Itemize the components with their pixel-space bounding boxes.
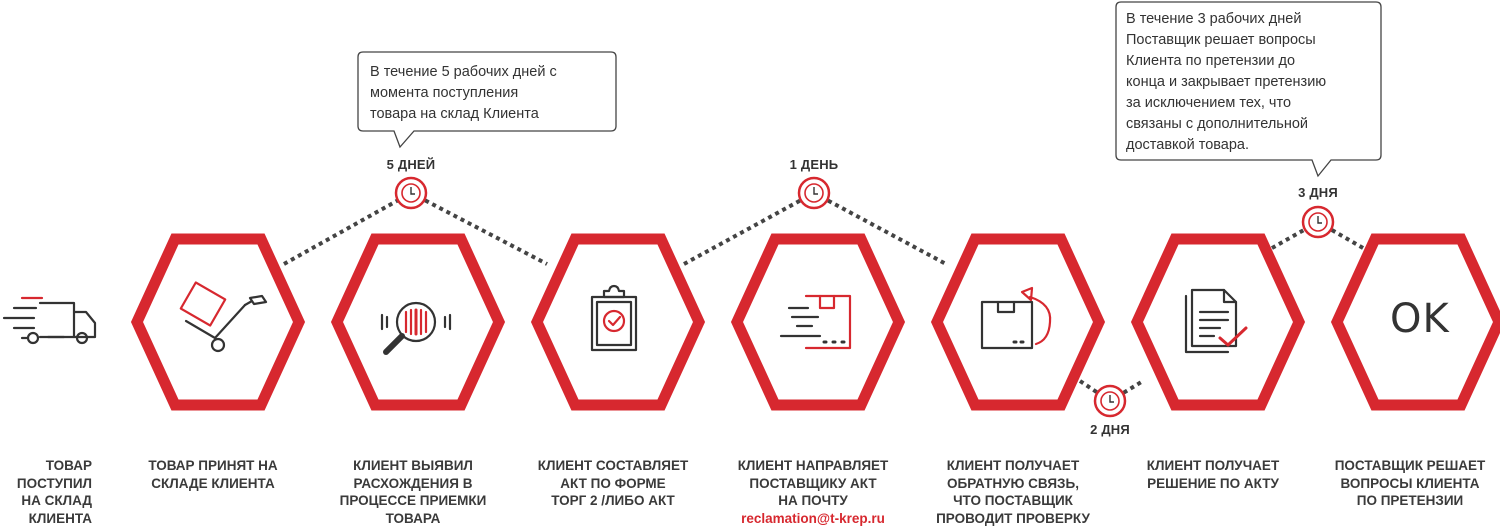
clock-icon [1093, 384, 1127, 418]
hexagon-step-5 [730, 233, 906, 411]
callout-bubble-5-days [357, 51, 617, 149]
connector-5 [1078, 379, 1112, 403]
hexagon-step-6 [930, 233, 1106, 411]
step-caption: КЛИЕНТ ПОЛУЧАЕТ РЕШЕНИЕ ПО АКТУ [1146, 458, 1280, 491]
clipboard-check-icon [590, 284, 638, 352]
box-return-icon [980, 286, 1052, 350]
step-caption: КЛИЕНТ НАПРАВЛЯЕТ ПОСТАВЩИКУ АКТ НА ПОЧТ… [737, 458, 889, 508]
hexagon-step-4 [530, 233, 706, 411]
hexagon-step-2 [130, 233, 306, 411]
email-link[interactable]: reclamation@t-krep.ru [741, 510, 885, 526]
fast-box-icon [779, 294, 852, 350]
callout-text-5-days: В течение 5 рабочих дней с момента посту… [370, 64, 557, 122]
step-caption: КЛИЕНТ СОСТАВЛЯЕТ АКТ ПО ФОРМЕ ТОРГ 2 /Л… [537, 458, 689, 508]
step-caption: ПОСТАВЩИК РЕШАЕТ ВОПРОСЫ КЛИЕНТА ПО ПРЕТ… [1334, 458, 1486, 508]
clock-icon [394, 176, 428, 210]
connector-2 [410, 191, 548, 266]
connector-3 [683, 191, 815, 266]
document-check-icon [1184, 288, 1248, 354]
hexagon-step-3 [330, 233, 506, 411]
clock-icon [797, 176, 831, 210]
connector-1 [283, 191, 412, 266]
truck-icon [2, 296, 97, 345]
hand-truck-icon [179, 281, 268, 353]
connector-4 [813, 191, 947, 266]
duration-label: 1 ДЕНЬ [789, 157, 839, 172]
step-caption: ТОВАР ПОСТУПИЛ НА СКЛАД КЛИЕНТА [16, 458, 92, 526]
duration-label: 2 ДНЯ [1090, 422, 1130, 437]
hexagon-step-7 [1130, 233, 1306, 411]
duration-label: 5 ДНЕЙ [386, 157, 436, 172]
barcode-magnifier-icon [380, 301, 452, 355]
callout-bubble-3-days [1115, 1, 1382, 178]
step-caption: КЛИЕНТ ПОЛУЧАЕТ ОБРАТНУЮ СВЯЗЬ, ЧТО ПОСТ… [936, 458, 1090, 526]
clock-icon [1301, 205, 1335, 239]
ok-icon: OK [1390, 296, 1450, 342]
step-caption-with-email: КЛИЕНТ НАПРАВЛЯЕТ ПОСТАВЩИКУ АКТ НА ПОЧТ… [723, 457, 903, 527]
duration-label: 3 ДНЯ [1298, 185, 1338, 200]
connector-6 [1108, 379, 1145, 403]
step-caption: ТОВАР ПРИНЯТ НА СКЛАДЕ КЛИЕНТА [148, 458, 278, 491]
step-caption: КЛИЕНТ ВЫЯВИЛ РАСХОЖДЕНИЯ В ПРОЦЕССЕ ПРИ… [339, 458, 487, 526]
callout-text-3-days: В течение 3 рабочих дней Поставщик решае… [1126, 11, 1327, 153]
hexagon-step-8 [1330, 233, 1500, 411]
